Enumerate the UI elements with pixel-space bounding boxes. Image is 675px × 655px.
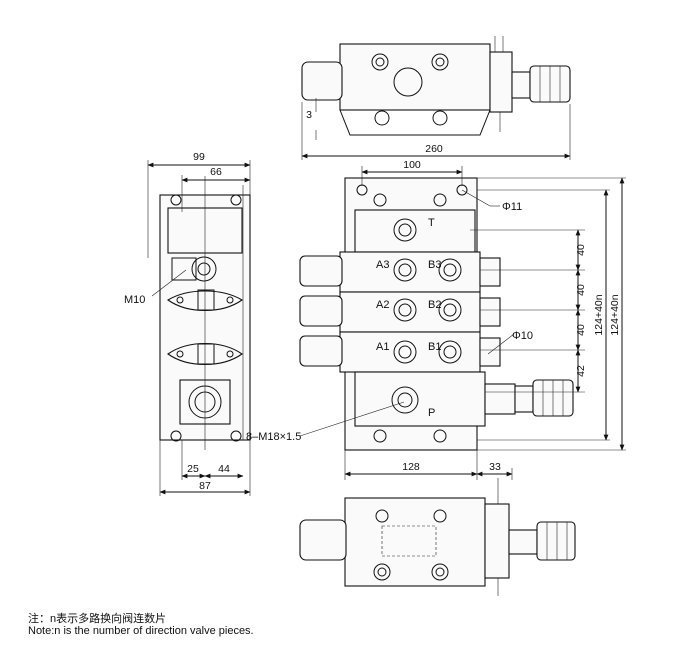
label-pilot-hole: Φ10 [512, 330, 533, 342]
dim-front-128: 128 [402, 461, 420, 473]
label-port-p: P [428, 407, 435, 419]
label-port-b2: B2 [428, 299, 441, 311]
label-port-b3: B3 [428, 259, 441, 271]
bottom-view-handle-neck [508, 529, 538, 555]
bottom-view-hidden-outline [381, 525, 437, 557]
top-view-spool-cap [301, 61, 343, 101]
label-port-a2: A2 [376, 299, 389, 311]
label-side-thread: M10 [124, 294, 145, 306]
top-view-body [339, 43, 491, 111]
dim-total-inner: 124+40n [593, 294, 605, 335]
top-view-handle-neck [511, 71, 531, 99]
dim-side-87: 87 [199, 480, 211, 492]
top-view-base [339, 109, 491, 136]
note-chinese: 注：n表示多路换向阀连数片 [28, 613, 167, 625]
bottom-view [299, 478, 576, 596]
label-port-thread: 8–M18×1.5 [246, 431, 301, 443]
dim-side-99: 99 [193, 151, 205, 163]
label-port-t: T [428, 217, 435, 229]
side-view [147, 160, 251, 496]
label-mount-hole: Φ11 [502, 201, 522, 213]
label-port-a1: A1 [376, 341, 389, 353]
top-view [301, 36, 571, 160]
bottom-view-body [344, 497, 486, 587]
front-view-spool-3 [299, 255, 343, 287]
bottom-view-bracket [484, 503, 510, 579]
front-view-handle-neck [484, 383, 516, 415]
dim-pitch-3: 40 [575, 324, 587, 336]
front-view-section-1 [339, 331, 481, 373]
front-view-p-section [354, 371, 486, 427]
dim-side-66: 66 [210, 166, 222, 178]
front-view-spool-1 [299, 335, 343, 367]
bottom-view-spool-cap [299, 519, 347, 561]
front-view-t-section [354, 209, 476, 253]
dim-top-offset: 3 [306, 109, 312, 121]
dim-front-100: 100 [403, 159, 421, 171]
dim-side-25: 25 [187, 463, 199, 475]
top-view-bracket [489, 51, 513, 113]
bottom-view-handle-knob [536, 521, 576, 561]
dim-pitch-1: 40 [575, 244, 587, 256]
dim-side-44: 44 [218, 463, 230, 475]
note-english: Note:n is the number of direction valve … [28, 625, 254, 637]
dim-pitch-4: 42 [575, 365, 587, 377]
dim-front-33: 33 [489, 461, 501, 473]
dim-top-width: 260 [425, 143, 443, 155]
front-view-section-2 [339, 291, 481, 333]
dim-pitch-2: 40 [575, 284, 587, 296]
label-port-a3: A3 [376, 259, 389, 271]
front-view [299, 166, 626, 480]
front-view-spool-2 [299, 295, 343, 327]
label-port-b1: B1 [428, 341, 441, 353]
dim-total-outer: 124+40n [609, 294, 621, 335]
front-view-section-3 [339, 251, 481, 293]
